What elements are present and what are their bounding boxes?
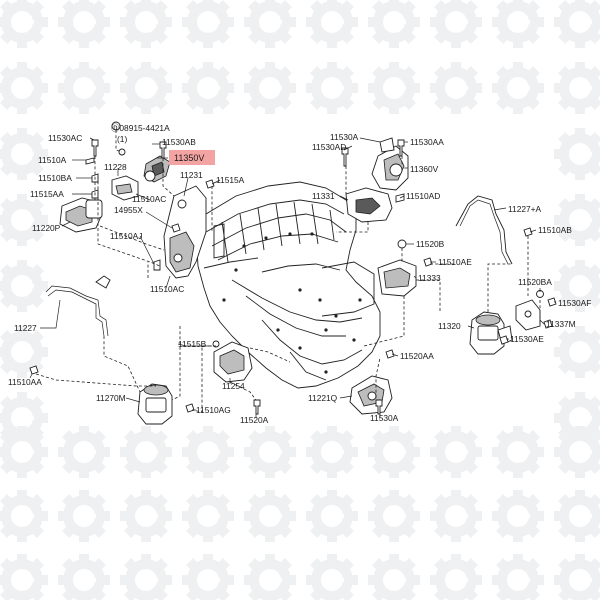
- label-11270m: 11270M: [96, 393, 126, 403]
- label-11227-a: 11227+A: [508, 204, 542, 214]
- label-11510ae: 11510AE: [438, 257, 472, 267]
- front-insulator-11220p: [59, 197, 103, 233]
- label-11515a: 11515A: [216, 175, 245, 185]
- assembly-dashed-lines: [35, 130, 541, 413]
- label-11510ac: 11510AC: [132, 194, 166, 204]
- label-11510ac-lower: 11510AC: [150, 284, 184, 294]
- label-11320: 11320: [438, 321, 461, 331]
- label-11530a-top: 11530A: [330, 132, 359, 142]
- torque-rod-11227a: [455, 195, 513, 265]
- label-11510a: 11510A: [38, 155, 67, 165]
- label-11510ag: 11510AG: [196, 405, 231, 415]
- label-11530aa: 11530AA: [410, 137, 444, 147]
- label-11520b: 11520B: [416, 239, 445, 249]
- label-11530ae: 11530AE: [510, 334, 544, 344]
- rear-lower-bracket-11221q: [349, 375, 393, 415]
- label-11254: 11254: [222, 381, 245, 391]
- label-11530af: 11530AF: [558, 298, 591, 308]
- label-11337m: 11337M: [546, 319, 576, 329]
- engine-mount-bracket-11231: [163, 185, 207, 279]
- lower-bracket-11254: [213, 341, 253, 383]
- part-labels: 11530AC Ⓓ08915-4421A (1) 11530AB 11510A …: [8, 123, 591, 425]
- bracket-11228: [111, 175, 139, 201]
- highlight-box-11350v: [169, 150, 215, 165]
- label-14955x: 14955X: [114, 205, 143, 215]
- label-11510aa: 11510AA: [8, 377, 42, 387]
- rear-mount-bracket-11333: [377, 259, 417, 297]
- label-11510ab: 11510AB: [538, 225, 572, 235]
- label-11515b: 11515B: [178, 339, 207, 349]
- label-11228: 11228: [104, 162, 127, 172]
- label-08915-4421a: Ⓓ08915-4421A: [111, 123, 170, 133]
- rear-insulator-11320: [469, 311, 513, 355]
- label-11360v: 11360V: [410, 164, 439, 174]
- label-11221q: 11221Q: [308, 393, 338, 403]
- lower-insulator-11270m: [137, 383, 173, 425]
- label-11331: 11331: [312, 191, 335, 201]
- label-11530a-bottom: 11530A: [370, 413, 399, 423]
- torque-rod-11227: [45, 275, 111, 337]
- engine-block: [195, 181, 381, 389]
- label-11520aa: 11520AA: [400, 351, 434, 361]
- label-11510aj: 11510AJ: [110, 231, 142, 241]
- label-11520a: 11520A: [240, 415, 269, 425]
- upper-mount-11360v: [371, 137, 409, 191]
- label-11510ba: 11510BA: [38, 173, 72, 183]
- label-11530ab: 11530AB: [162, 137, 196, 147]
- label-11227: 11227: [14, 323, 37, 333]
- label-11220p: 11220P: [32, 223, 61, 233]
- label-11520ba: 11520BA: [518, 277, 552, 287]
- leader-lines: [29, 137, 556, 418]
- label-11530ad: 11530AD: [312, 142, 346, 152]
- label-quantity: (1): [117, 134, 127, 144]
- label-11510ad: 11510AD: [406, 191, 440, 201]
- label-11515aa: 11515AA: [30, 189, 64, 199]
- label-11333: 11333: [418, 273, 441, 283]
- bracket-11331: [345, 187, 393, 223]
- front-mount-bracket-11350v: [143, 155, 171, 183]
- label-11530ac: 11530AC: [48, 133, 82, 143]
- bracket-11337m: [515, 299, 541, 331]
- label-11231: 11231: [180, 170, 203, 180]
- label-11350v: 11350V: [174, 153, 204, 163]
